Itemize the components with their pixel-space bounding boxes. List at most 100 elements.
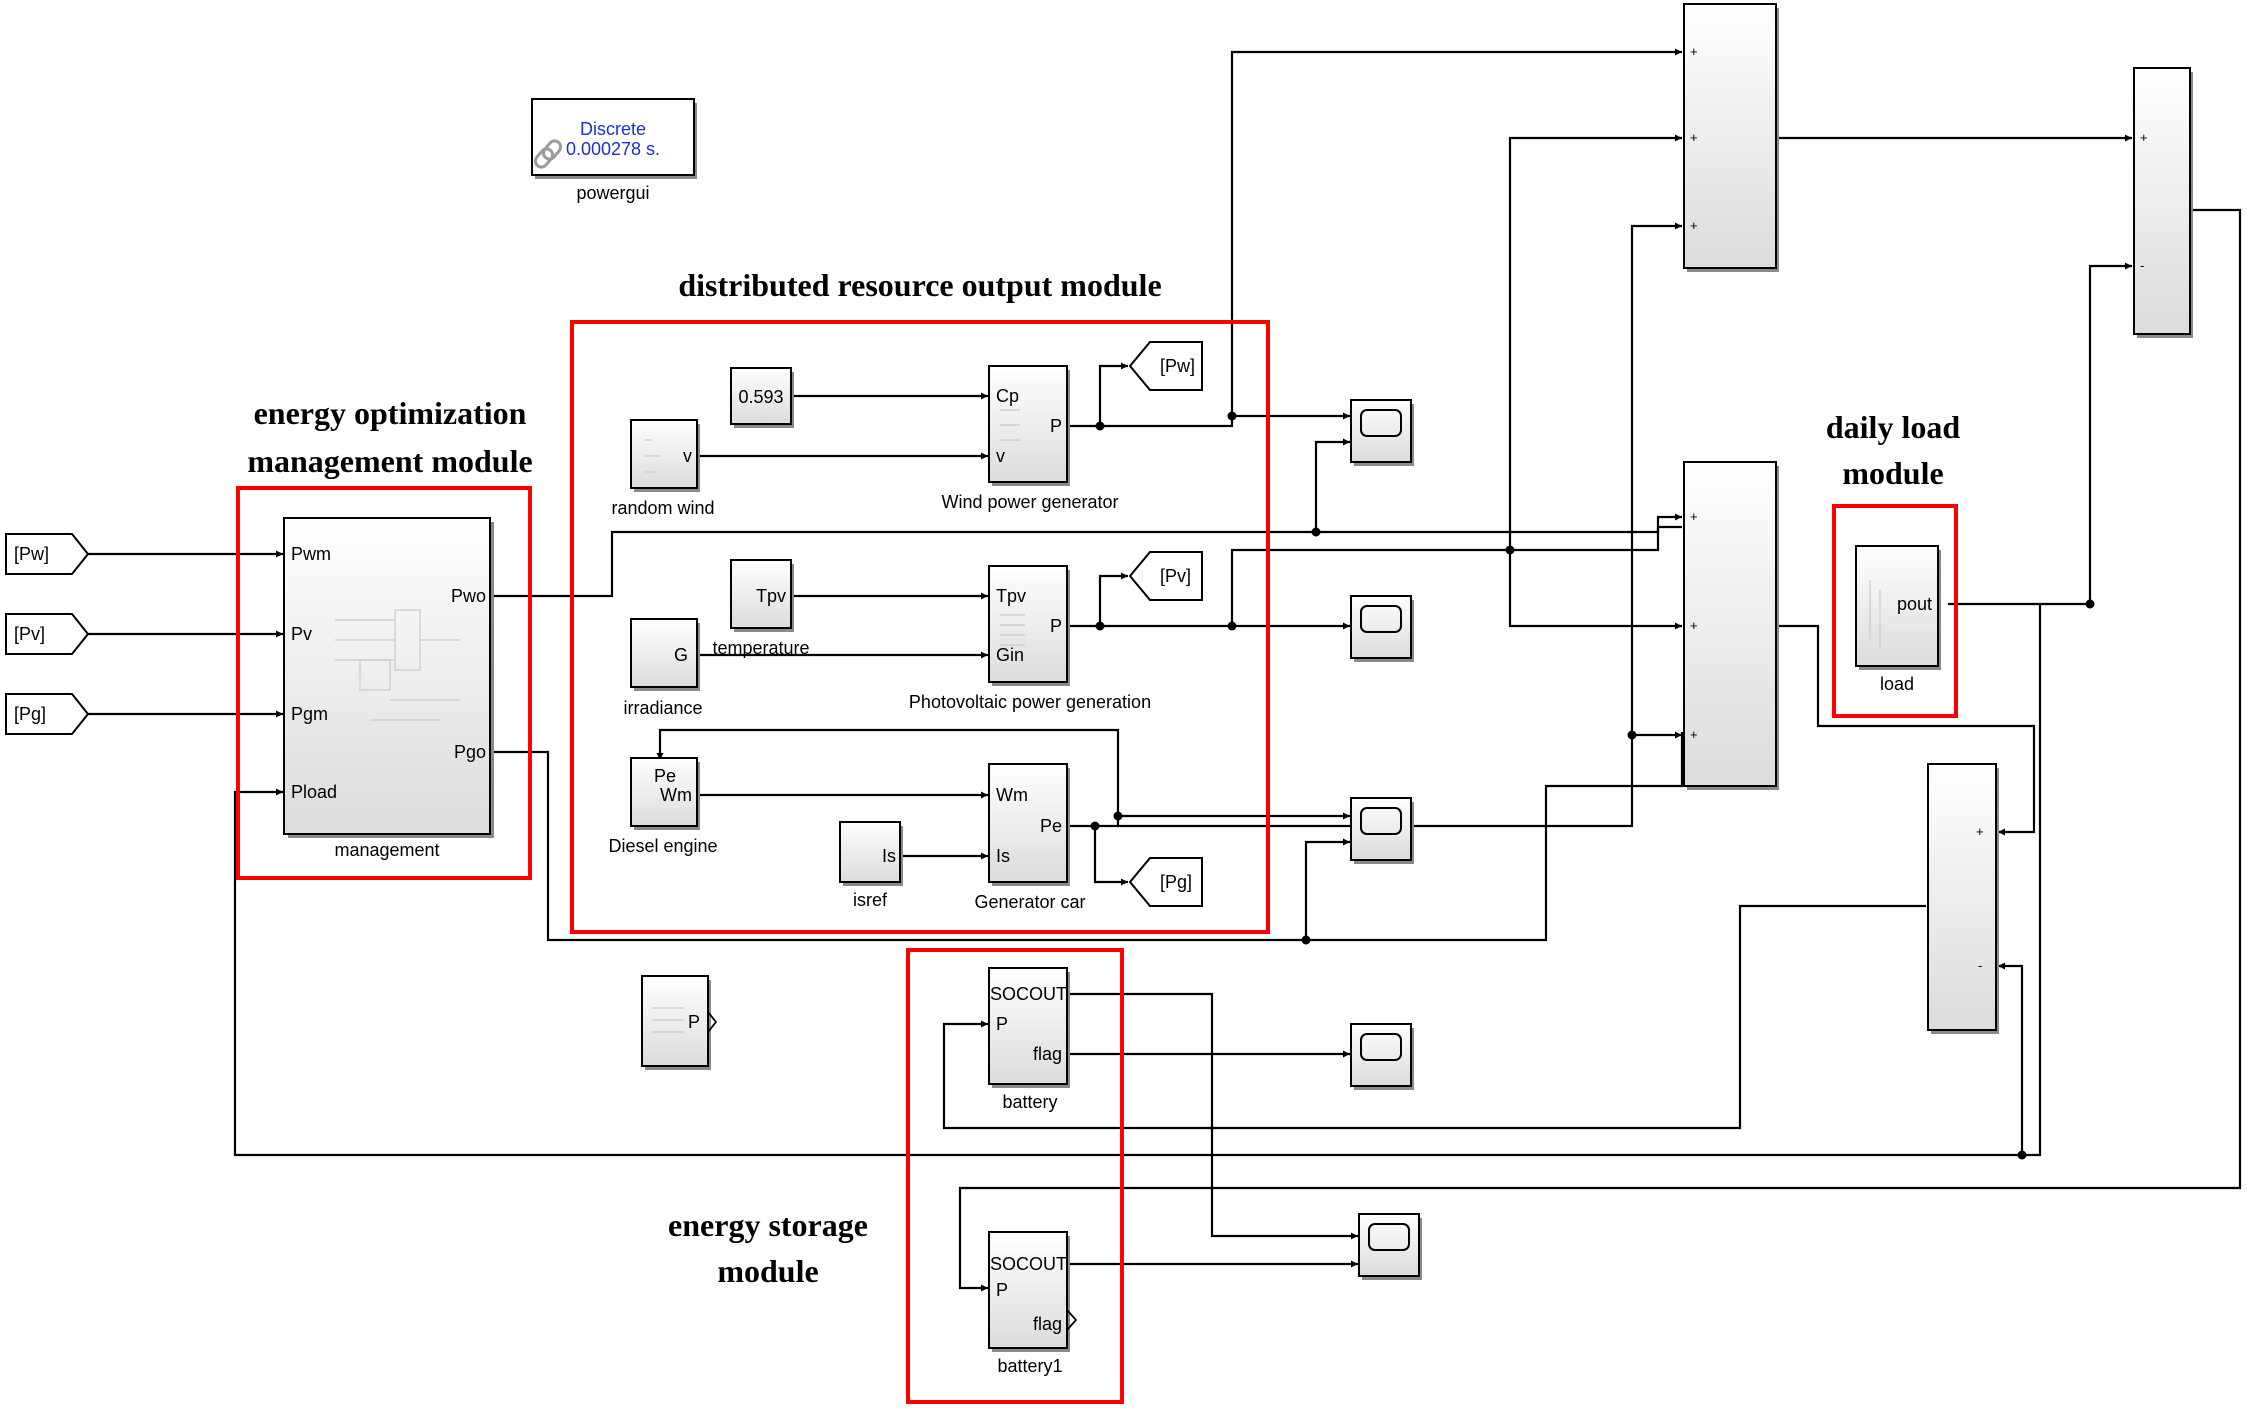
- management-in-pload: Pload: [291, 782, 337, 802]
- generator-car-block[interactable]: Wm Is Pe Generator car: [974, 763, 1086, 912]
- isref-caption: isref: [853, 890, 888, 910]
- generator-car-caption: Generator car: [974, 892, 1085, 912]
- scope-pv[interactable]: [1350, 595, 1414, 662]
- sum-top-sign-3: +: [1690, 218, 1698, 233]
- pv-generator-block[interactable]: Tpv Gin P Photovoltaic power generation: [909, 565, 1151, 712]
- constant-block[interactable]: 0.593: [730, 367, 794, 428]
- goto-tag-pg-label: [Pg]: [1160, 872, 1192, 892]
- module-titles: distributed resource output module energ…: [247, 267, 1960, 1289]
- management-caption: management: [334, 840, 439, 860]
- sum-middle-sign-3: +: [1690, 727, 1698, 742]
- random-wind-port: v: [683, 446, 692, 466]
- distributed-module-title: distributed resource output module: [678, 267, 1161, 303]
- sum-top-sign-1: +: [1690, 44, 1698, 59]
- scopes: [1350, 399, 1422, 1280]
- irradiance-block[interactable]: G irradiance: [623, 618, 703, 718]
- scope-battery[interactable]: [1350, 1023, 1414, 1090]
- from-tag-pv-label: [Pv]: [14, 624, 45, 644]
- daily-load-title-line2: module: [1842, 455, 1943, 491]
- random-wind-caption: random wind: [611, 498, 714, 518]
- pv-generator-in-gin: Gin: [996, 645, 1024, 665]
- goto-tag-pw-label: [Pw]: [1160, 356, 1195, 376]
- battery1-in-p: P: [996, 1280, 1008, 1300]
- isref-port: Is: [882, 846, 896, 866]
- distributed-resource-box: [570, 320, 1270, 934]
- sum-top-sign-2: +: [1690, 130, 1698, 145]
- daily-load-title-line1: daily load: [1826, 409, 1960, 445]
- load-port: pout: [1897, 594, 1932, 614]
- temperature-block[interactable]: Tpv temperature: [712, 559, 810, 658]
- battery1-block[interactable]: SOCOUT P flag battery1: [988, 1231, 1078, 1376]
- battery1-out-socout: SOCOUT: [990, 1254, 1067, 1274]
- goto-tag-pw[interactable]: [Pw]: [1128, 341, 1203, 391]
- from-tag-pw-label: [Pw]: [14, 544, 49, 564]
- battery-caption: battery: [1002, 1092, 1057, 1112]
- sum-middle[interactable]: + + +: [1683, 461, 1779, 790]
- battery-out-flag: flag: [1033, 1044, 1062, 1064]
- temperature-port: Tpv: [756, 586, 786, 606]
- management-in-pwm: Pwm: [291, 544, 331, 564]
- energy-opt-title-line1: energy optimization: [254, 395, 527, 431]
- wind-generator-icon: [1000, 409, 1020, 441]
- generator-car-in-is: Is: [996, 846, 1010, 866]
- generator-car-out-pe: Pe: [1040, 816, 1062, 836]
- sum-middle-sign-1: +: [1690, 509, 1698, 524]
- management-internal-icon: [335, 609, 460, 721]
- sum-right-sign-plus: +: [2140, 130, 2148, 145]
- from-tag-pg[interactable]: [Pg]: [5, 693, 90, 735]
- isref-block[interactable]: Is isref: [839, 821, 903, 910]
- sum-right[interactable]: + -: [2133, 67, 2193, 338]
- wind-generator-caption: Wind power generator: [941, 492, 1118, 512]
- load-caption: load: [1880, 674, 1914, 694]
- scope-wind[interactable]: [1350, 399, 1414, 466]
- wind-generator-block[interactable]: Cp v P Wind power generator: [941, 365, 1119, 512]
- scope-soc[interactable]: [1358, 1213, 1422, 1280]
- from-tag-pw[interactable]: [Pw]: [5, 533, 90, 575]
- management-in-pv: Pv: [291, 624, 312, 644]
- goto-tag-pg[interactable]: [Pg]: [1128, 857, 1203, 907]
- energy-storage-box: [906, 948, 1124, 1404]
- irradiance-caption: irradiance: [623, 698, 702, 718]
- random-wind-block[interactable]: v random wind: [611, 419, 715, 518]
- battery-in-p: P: [996, 1014, 1008, 1034]
- goto-tag-pv-label: [Pv]: [1160, 566, 1191, 586]
- wind-generator-in-cp: Cp: [996, 386, 1019, 406]
- from-tag-pv[interactable]: [Pv]: [5, 613, 90, 655]
- from-tag-pg-label: [Pg]: [14, 704, 46, 724]
- scope-icon: [1360, 1033, 1402, 1061]
- pv-generator-icon: [1000, 614, 1025, 646]
- load-icon: [1869, 580, 1881, 650]
- daily-load-box: [1832, 504, 1958, 718]
- scope-diesel[interactable]: [1350, 797, 1414, 864]
- diesel-engine-block[interactable]: Pe Wm Diesel engine: [608, 757, 718, 856]
- pv-generator-caption: Photovoltaic power generation: [909, 692, 1151, 712]
- wind-generator-in-v: v: [996, 446, 1005, 466]
- goto-tag-pv[interactable]: [Pv]: [1128, 551, 1203, 601]
- wind-generator-out-p: P: [1050, 416, 1062, 436]
- load-block[interactable]: pout load: [1855, 545, 1941, 694]
- link-icon: [533, 139, 563, 169]
- junction-dots: [1090, 411, 2095, 1160]
- pulse-block-port: P: [688, 1012, 700, 1032]
- management-out-pgo: Pgo: [454, 742, 486, 762]
- scope-icon: [1360, 409, 1402, 437]
- sum-top[interactable]: + + +: [1683, 3, 1779, 272]
- battery-block[interactable]: SOCOUT P flag battery: [988, 967, 1070, 1112]
- sum-lower-sign-minus: -: [1978, 958, 1982, 973]
- generator-car-in-wm: Wm: [996, 785, 1028, 805]
- management-block[interactable]: Pwm Pv Pgm Pload Pwo Pgo management: [283, 517, 494, 860]
- signal-lines: [86, 48, 2242, 1292]
- sum-lower[interactable]: + -: [1927, 763, 1999, 1034]
- pulse-block[interactable]: P: [641, 975, 718, 1070]
- pv-generator-out-p: P: [1050, 616, 1062, 636]
- powergui-caption: powergui: [576, 183, 649, 203]
- powergui-block[interactable]: Discrete 0.000278 s. powergui: [531, 98, 697, 203]
- pulse-block-icon: [652, 1007, 684, 1033]
- powergui-sample-time: 0.000278 s.: [566, 139, 660, 159]
- battery1-caption: battery1: [997, 1356, 1062, 1376]
- energy-opt-title-line2: management module: [247, 443, 532, 479]
- powergui-mode: Discrete: [580, 119, 646, 139]
- constant-value: 0.593: [738, 387, 783, 407]
- scope-icon: [1360, 605, 1402, 633]
